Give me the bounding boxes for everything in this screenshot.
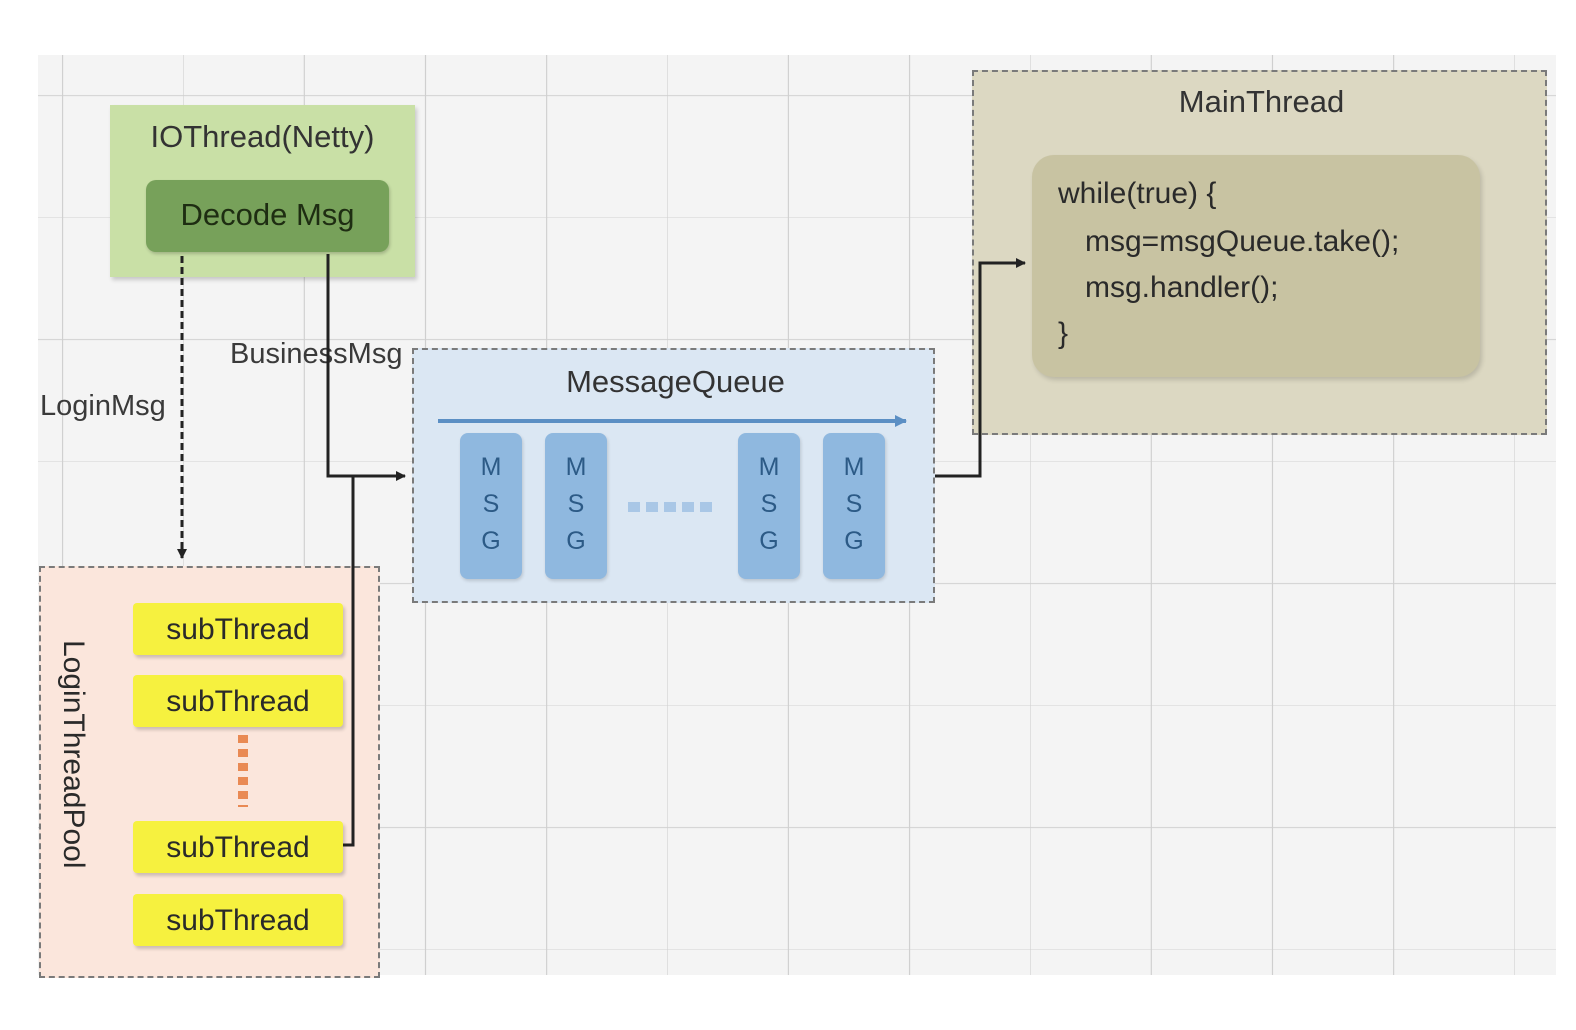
business-msg-label: BusinessMsg — [230, 338, 403, 370]
msg-block: M S G — [823, 433, 885, 579]
msg-block: M S G — [738, 433, 800, 579]
msg-letter: G — [481, 527, 501, 555]
code-line: while(true) { — [1058, 177, 1217, 210]
sub-thread-label: subThread — [166, 685, 310, 718]
decode-msg-box: Decode Msg — [146, 180, 389, 252]
msg-block: M S G — [545, 433, 607, 579]
sub-thread-box: subThread — [133, 821, 343, 873]
sub-thread-label: subThread — [166, 904, 310, 937]
sub-thread-label: subThread — [166, 831, 310, 864]
login-msg-label: LoginMsg — [40, 390, 166, 422]
msg-letter: S — [567, 490, 585, 518]
sub-thread-label: subThread — [166, 613, 310, 646]
pool-ellipsis — [238, 735, 248, 807]
msg-letter: S — [845, 490, 863, 518]
message-queue-title: MessageQueue — [566, 364, 785, 399]
sub-thread-box: subThread — [133, 675, 343, 727]
login-thread-pool-title: LoginThreadPool — [57, 640, 90, 869]
code-line: } — [1058, 317, 1069, 350]
msg-letter: M — [565, 453, 587, 481]
main-loop-code-box: while(true) { msg=msgQueue.take(); msg.h… — [1032, 155, 1480, 377]
login-thread-pool-label: LoginThreadPool — [56, 640, 96, 910]
code-line: msg=msgQueue.take(); — [1085, 225, 1400, 258]
code-line: msg.handler(); — [1085, 271, 1279, 304]
msg-letter: M — [480, 453, 502, 481]
sub-thread-box: subThread — [133, 894, 343, 946]
msg-letter: G — [566, 527, 586, 555]
io-thread-title: IOThread(Netty) — [150, 119, 375, 154]
msg-block: M S G — [460, 433, 522, 579]
decode-msg-label: Decode Msg — [180, 197, 355, 232]
sub-thread-box: subThread — [133, 603, 343, 655]
main-thread-title: MainThread — [1178, 84, 1345, 119]
msg-letter: M — [843, 453, 865, 481]
msg-letter: G — [759, 527, 779, 555]
msg-letter: S — [482, 490, 500, 518]
msg-letter: S — [760, 490, 778, 518]
queue-ellipsis — [628, 502, 714, 512]
msg-letter: M — [758, 453, 780, 481]
msg-letter: G — [844, 527, 864, 555]
